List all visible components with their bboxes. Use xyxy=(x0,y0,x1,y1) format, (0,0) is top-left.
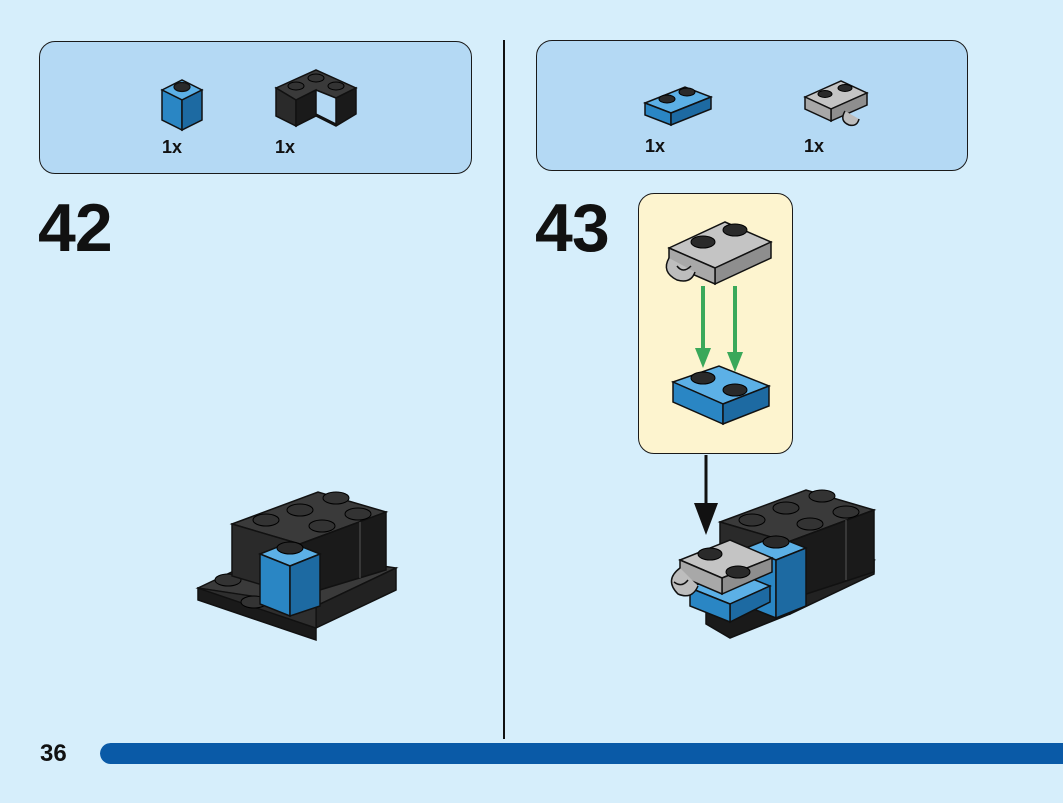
black-arrow-icon xyxy=(694,455,718,535)
part-quantity: 1x xyxy=(274,137,296,157)
progress-bar-fill xyxy=(100,743,1063,764)
black-corner-brick-icon xyxy=(274,69,358,128)
sub-assembly-callout xyxy=(638,193,793,454)
part-quantity: 1x xyxy=(161,137,183,157)
part-quantity: 1x xyxy=(803,136,825,156)
blue-1x2-plate-icon xyxy=(670,365,772,426)
step-number: 42 xyxy=(38,190,113,266)
part-quantity: 1x xyxy=(644,136,666,156)
parts-list-step-43: 1x 1x xyxy=(536,40,968,171)
build-model-step-42 xyxy=(195,491,399,642)
build-model-step-43 xyxy=(670,489,877,639)
blue-1x2-plate-icon xyxy=(642,86,714,127)
green-arrow-icon xyxy=(695,286,743,372)
progress-bar xyxy=(100,743,1063,764)
page-number: 36 xyxy=(40,740,67,767)
parts-list-step-42: 1x 1x xyxy=(39,41,472,174)
gray-clip-plate-icon xyxy=(665,221,773,286)
blue-1x1-brick-icon xyxy=(160,79,204,132)
step-divider xyxy=(503,40,505,739)
step-number: 43 xyxy=(535,190,610,266)
gray-clip-plate-icon xyxy=(803,80,869,127)
